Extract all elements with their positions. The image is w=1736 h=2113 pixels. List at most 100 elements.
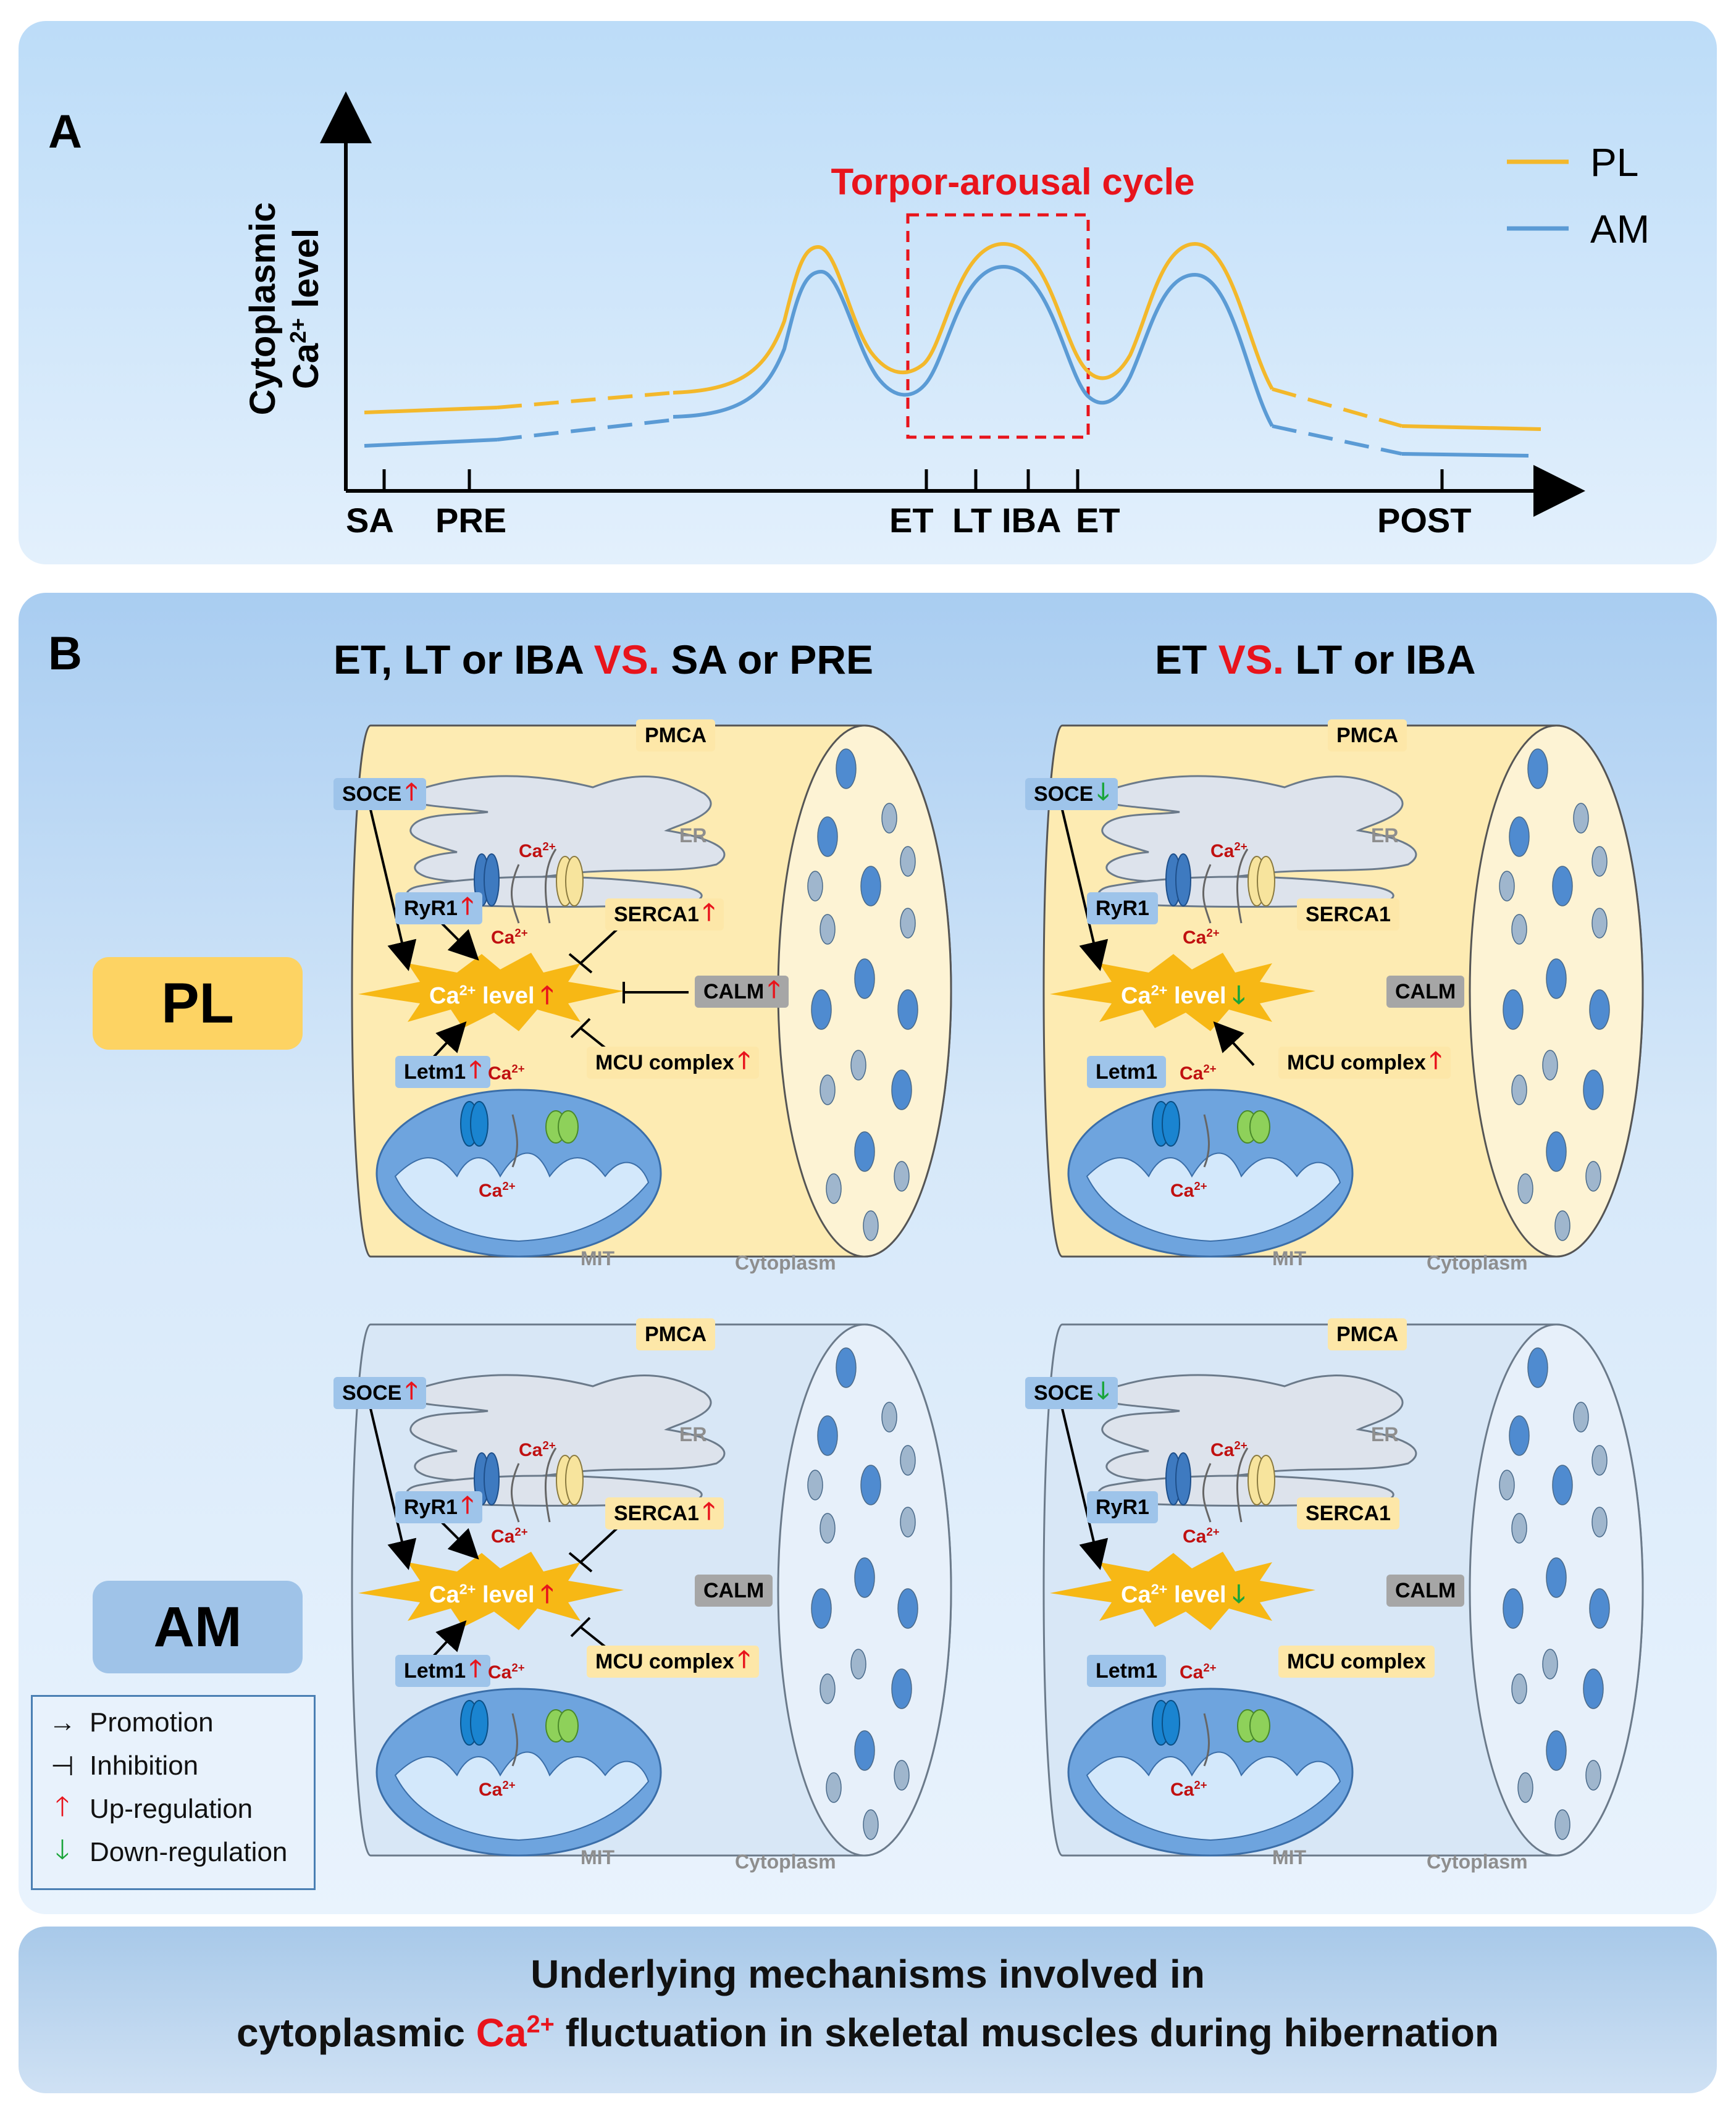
ca-level-down-arrow-icon: 🡓: [1232, 982, 1246, 1009]
serca1-tag: SERCA1🡑: [605, 1497, 724, 1529]
myofibril-dot: [860, 866, 881, 906]
ca-ion-label-1: Ca2+: [491, 1525, 528, 1547]
letm1-tag-label: Letm1: [404, 1659, 466, 1683]
ca-ion-sup: 2+: [1194, 1179, 1207, 1192]
mcu-complex-shape: [1249, 1709, 1270, 1743]
er-ca-arrow: [1202, 864, 1212, 924]
ryr1-channel-shape: [484, 853, 500, 906]
row-label-am: AM: [93, 1581, 303, 1673]
myofibril-dot: [1509, 816, 1530, 857]
soce-tag: SOCE🡑: [333, 778, 427, 810]
mit-ca-arrow: [1203, 1114, 1210, 1168]
myofibril-dot: [807, 871, 823, 902]
myofibril-dot: [1499, 1470, 1515, 1500]
mcu-complex-shape: [1249, 1110, 1270, 1144]
letm1-tag-up-arrow-icon: 🡑: [469, 1056, 482, 1083]
myofibril-dot: [850, 1649, 866, 1680]
myofibril-dot: [1546, 1730, 1567, 1771]
myofibril-dot: [1554, 1210, 1570, 1241]
ca-ion-label-2: Ca2+: [1180, 1661, 1217, 1683]
ca-ion-label-1: Ca2+: [491, 926, 528, 948]
tick-label-et-2: ET: [1076, 501, 1120, 540]
ca-ion-sup: 2+: [542, 840, 556, 853]
ca-ion-text: Ca: [488, 1063, 512, 1084]
er-label: ER: [1371, 824, 1399, 847]
tick-label-iba: IBA: [1002, 501, 1061, 540]
serca1-tag-label: SERCA1: [1306, 1501, 1391, 1525]
myofibril-dot: [1509, 1415, 1530, 1456]
ca-level-starburst: [358, 953, 624, 1031]
ca-level-word: level: [1167, 983, 1227, 1009]
promotion-arrow-icon: →: [49, 1707, 76, 1738]
myofibril-dot: [854, 1131, 875, 1172]
er-membrane: [1096, 1374, 1417, 1482]
ca-ion-sup: 2+: [542, 1439, 556, 1452]
myofibril-dot: [894, 1161, 910, 1192]
myofibril-dot: [863, 1210, 879, 1241]
y-axis-label-line2: Ca2+ level: [285, 228, 326, 389]
myofibril-dot: [863, 1809, 879, 1840]
ca-ion-text: Ca: [479, 1181, 503, 1201]
cell-drawing: [351, 1323, 952, 1857]
ca-level-ca: Ca: [429, 1582, 459, 1608]
torpor-arousal-label: Torpor-arousal cycle: [831, 161, 1194, 203]
myofibril-dot: [881, 803, 897, 834]
legend-am-label: AM: [1590, 207, 1650, 251]
ca-level-up-arrow-icon: 🡑: [540, 982, 554, 1009]
tick-label-pre: PRE: [435, 501, 506, 540]
ca-level-text: Ca2+ level🡓: [1121, 977, 1245, 1019]
panel-c-summary: [19, 1927, 1717, 2093]
mcu-complex-shape: [558, 1110, 579, 1144]
myofibril-dot: [836, 1347, 857, 1388]
panel-b-letter: B: [48, 627, 82, 680]
soce-tag-up-arrow-icon: 🡑: [405, 1378, 418, 1404]
ca-level-word: level: [1167, 1582, 1227, 1608]
mitochondrion-cristae: [1086, 1751, 1341, 1841]
torpor-arousal-box: [906, 213, 1090, 439]
promotion-arrow-ryr1: [437, 919, 479, 961]
myofibril-dot: [1591, 1445, 1608, 1476]
ca-ion-sup: 2+: [1203, 1062, 1217, 1075]
mcu-tag: MCU complex🡑: [587, 1047, 759, 1079]
ca-level-starburst: [358, 1552, 624, 1630]
calm-tag-label: CALM: [1395, 1578, 1456, 1602]
myofibril-dot: [826, 1173, 842, 1204]
myofibril-dot: [854, 1557, 875, 1598]
ca-ion-text: Ca: [1180, 1662, 1204, 1683]
ca-level-ca: Ca: [1121, 983, 1151, 1009]
er-membrane: [1096, 775, 1417, 883]
mcu-tag: MCU complex: [1278, 1646, 1435, 1678]
er-label: ER: [679, 824, 707, 847]
am-series-line-solid-end: [1401, 452, 1529, 458]
pmca-tag-label: PMCA: [645, 1322, 707, 1346]
ca-ion-label-3: Ca2+: [479, 1179, 516, 1202]
cell-drawing: [351, 724, 952, 1258]
mcu-tag-label: MCU complex: [595, 1050, 734, 1074]
ryr1-channel-shape: [1175, 1452, 1191, 1505]
myofibril-dot: [820, 1673, 836, 1704]
ca-ion-label-3: Ca2+: [1170, 1778, 1207, 1801]
pmca-tag-label: PMCA: [1336, 1322, 1399, 1346]
legend-pl-label: PL: [1590, 140, 1638, 185]
myofibril-dot: [1503, 1588, 1524, 1629]
soce-tag-down-arrow-icon: 🡓: [1097, 779, 1110, 805]
ca-ion-sup: 2+: [514, 926, 528, 939]
ca-level-starburst: [1050, 1552, 1315, 1630]
letm1-tag: Letm1: [1087, 1056, 1167, 1088]
ca-ion-label-0: Ca2+: [519, 840, 556, 862]
myofibril-dot: [817, 816, 838, 857]
myofibril-dot: [900, 846, 916, 877]
mcu-tag-label: MCU complex: [1287, 1050, 1426, 1074]
ca-ion-text: Ca: [1170, 1780, 1194, 1800]
myofibril-dot: [811, 1588, 832, 1629]
ca-ion-sup: 2+: [1234, 840, 1247, 853]
myofibril-dot: [1527, 748, 1548, 789]
cytoplasm-label: Cytoplasm: [735, 1252, 836, 1274]
pmca-tag-label: PMCA: [1336, 723, 1399, 747]
inhibition-icon: ⊣: [50, 1751, 75, 1781]
myofibril-dot: [897, 989, 918, 1030]
myofibril-dot: [817, 1415, 838, 1456]
cytoplasm-label: Cytoplasm: [1427, 1851, 1528, 1873]
serca1-tag-up-arrow-icon: 🡑: [702, 899, 715, 926]
